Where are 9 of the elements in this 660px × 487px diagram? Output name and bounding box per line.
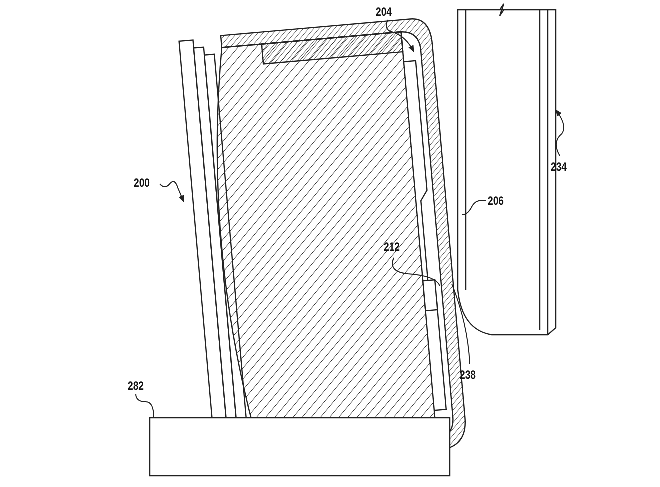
leader-line bbox=[556, 109, 564, 156]
leader-line bbox=[136, 394, 154, 418]
callout-number: 282 bbox=[128, 380, 144, 393]
leader-line bbox=[160, 181, 184, 203]
callout-number: 206 bbox=[488, 195, 504, 208]
callout-number: 200 bbox=[134, 177, 150, 190]
callout-number: 204 bbox=[376, 6, 392, 19]
leader-line bbox=[452, 284, 470, 364]
leader-line bbox=[462, 200, 486, 216]
